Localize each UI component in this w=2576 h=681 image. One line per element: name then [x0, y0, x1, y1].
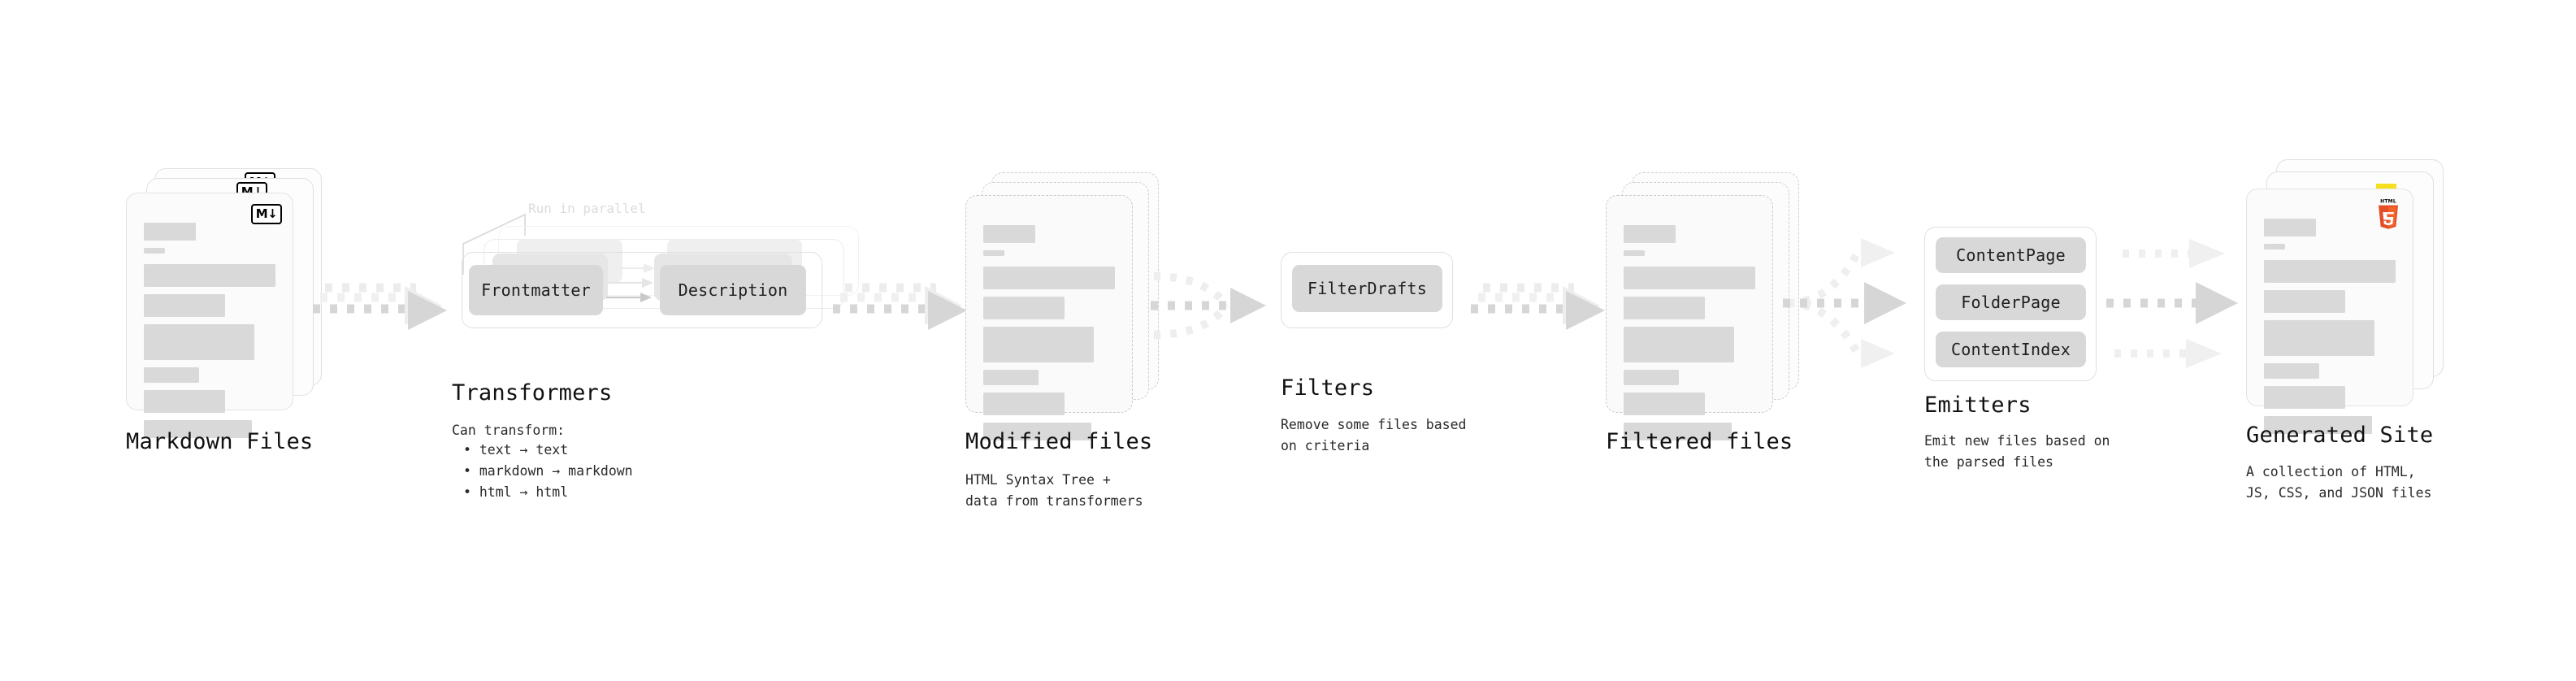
skeleton-bar — [983, 327, 1095, 362]
skeleton-bar — [144, 367, 200, 383]
stage-heading-emitters: Emitters — [1924, 393, 2032, 418]
filters-description: Remove some files based on criteria — [1281, 417, 1467, 453]
stage-heading-filtered-files: Filtered files — [1606, 429, 1793, 454]
stage-heading-markdown-files: Markdown Files — [126, 429, 314, 454]
skeleton-bar — [983, 393, 1065, 415]
bullet-text: markdown → markdown — [479, 463, 633, 479]
transformers-bullet-2: • html → html — [463, 484, 569, 500]
emitter-pill-contentpage[interactable]: ContentPage — [1936, 237, 2086, 273]
skeleton-bar — [2264, 320, 2375, 356]
connector-emitters-to-site — [2106, 239, 2238, 368]
transformers-bullet-0: • text → text — [463, 442, 569, 458]
skeleton-bar — [983, 225, 1035, 243]
connector-modified-to-filters — [1151, 272, 1266, 339]
connector-transformers-to-modified — [833, 283, 967, 330]
skeleton-bar — [983, 423, 1091, 440]
skeleton-bar — [144, 223, 196, 241]
stage-heading-filters: Filters — [1281, 375, 1375, 401]
bullet-text: text → text — [479, 442, 569, 458]
transformer-pill-description[interactable]: Description — [660, 265, 806, 315]
file-skeleton-bars — [983, 225, 1115, 440]
generated-site-description: A collection of HTML, JS, CSS, and JSON … — [2246, 464, 2432, 501]
connector-filters-to-filtered — [1471, 283, 1605, 330]
transformer-inner-arrows — [606, 263, 655, 302]
svg-text:HTML: HTML — [2380, 198, 2396, 204]
skeleton-bar — [1624, 225, 1676, 243]
transformers-bullet-1: • markdown → markdown — [463, 463, 633, 479]
skeleton-bar — [2264, 244, 2285, 249]
modified-files-description: HTML Syntax Tree + data from transformer… — [965, 472, 1143, 509]
file-skeleton-bars — [144, 223, 275, 438]
skeleton-bar — [2264, 363, 2320, 379]
skeleton-bar — [1624, 267, 1755, 289]
skeleton-bar — [1624, 423, 1732, 440]
transformers-description: Can transform: — [452, 423, 566, 438]
emitters-group-box — [1924, 227, 2097, 381]
skeleton-bar — [144, 294, 226, 317]
connector-md-to-transformers — [313, 283, 447, 330]
emitters-description: Emit new files based on the parsed files — [1924, 433, 2110, 470]
stage-heading-generated-site: Generated Site — [2246, 423, 2434, 448]
run-in-parallel-label: Run in parallel — [528, 201, 646, 216]
filters-group-box — [1281, 252, 1453, 328]
skeleton-bar — [144, 324, 255, 360]
skeleton-bar — [1624, 297, 1706, 319]
skeleton-bar — [144, 248, 165, 254]
skeleton-bar — [2264, 290, 2346, 313]
html5-icon: HTML — [2379, 198, 2398, 229]
skeleton-bar — [2264, 416, 2372, 434]
skeleton-bar — [983, 370, 1039, 385]
skeleton-bar — [2264, 260, 2396, 283]
skeleton-bar — [983, 267, 1115, 289]
file-skeleton-bars — [1624, 225, 1755, 440]
transformer-pill-frontmatter[interactable]: Frontmatter — [469, 265, 603, 315]
skeleton-bar — [1624, 327, 1735, 362]
bullet-text: html → html — [479, 484, 569, 500]
skeleton-bar — [1624, 250, 1645, 256]
generated-site-card: HTML — [2246, 189, 2413, 434]
transformer-group-box — [462, 252, 822, 328]
connector-filtered-to-emitters — [1783, 238, 1906, 368]
markdown-icon: M↓ — [251, 204, 282, 224]
stage-heading-transformers: Transformers — [452, 380, 613, 406]
skeleton-bar — [2264, 386, 2346, 409]
filtered-file-card — [1606, 195, 1773, 440]
modified-file-card — [965, 195, 1133, 440]
skeleton-bar — [144, 264, 275, 287]
skeleton-bar — [1624, 393, 1706, 415]
skeleton-bar — [1624, 370, 1680, 385]
skeleton-bar — [983, 250, 1004, 256]
emitter-pill-contentindex[interactable]: ContentIndex — [1936, 332, 2086, 367]
skeleton-bar — [2264, 219, 2316, 236]
markdown-file-card: M↓ — [126, 193, 293, 438]
file-skeleton-bars — [2264, 219, 2396, 434]
emitter-pill-folderpage[interactable]: FolderPage — [1936, 284, 2086, 320]
stage-heading-modified-files: Modified files — [965, 429, 1153, 454]
skeleton-bar — [144, 390, 226, 413]
skeleton-bar — [144, 420, 252, 438]
filter-pill-filterdrafts[interactable]: FilterDrafts — [1292, 265, 1442, 312]
skeleton-bar — [983, 297, 1065, 319]
